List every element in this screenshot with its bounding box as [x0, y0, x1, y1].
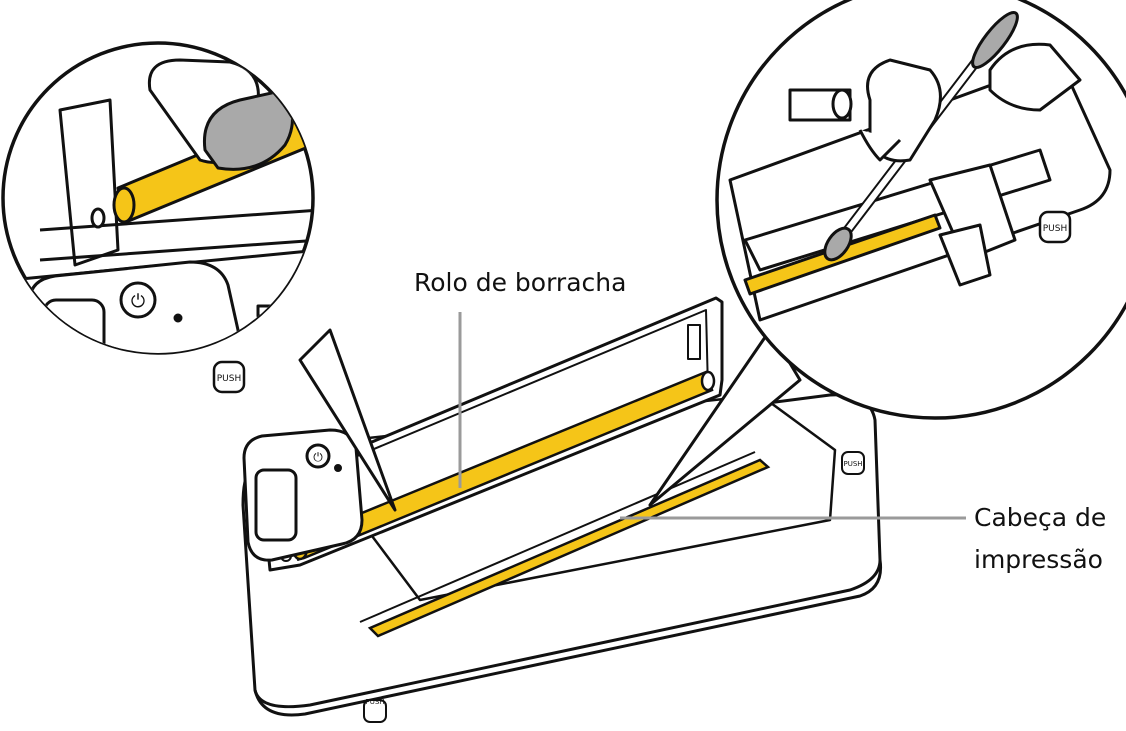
left-magnifier: ⏻: [1, 41, 315, 355]
rubber-roller-label: Rolo de borracha: [414, 268, 627, 297]
svg-text:PUSH: PUSH: [365, 698, 384, 706]
print-head-label-line2: impressão: [974, 545, 1103, 574]
print-head-label: Cabeça de impressão: [974, 497, 1106, 581]
svg-text:⏻: ⏻: [131, 291, 145, 312]
svg-text:PUSH: PUSH: [1043, 224, 1068, 234]
left-magnifier-pointer: [298, 328, 397, 512]
print-head-label-line1: Cabeça de: [974, 503, 1107, 532]
svg-text:PUSH: PUSH: [217, 374, 242, 384]
right-magnifier: [715, 0, 1126, 420]
svg-text:PUSH: PUSH: [843, 460, 862, 468]
push-button-main-left[interactable]: PUSH: [363, 698, 387, 723]
push-button-right-zoom[interactable]: PUSH: [1038, 210, 1072, 244]
svg-text:⏻: ⏻: [313, 450, 323, 464]
push-button-main-right[interactable]: PUSH: [841, 451, 865, 475]
print-head: [359, 451, 771, 638]
push-button-left-zoom[interactable]: PUSH: [212, 360, 246, 394]
control-block: ⏻: [242, 428, 364, 562]
